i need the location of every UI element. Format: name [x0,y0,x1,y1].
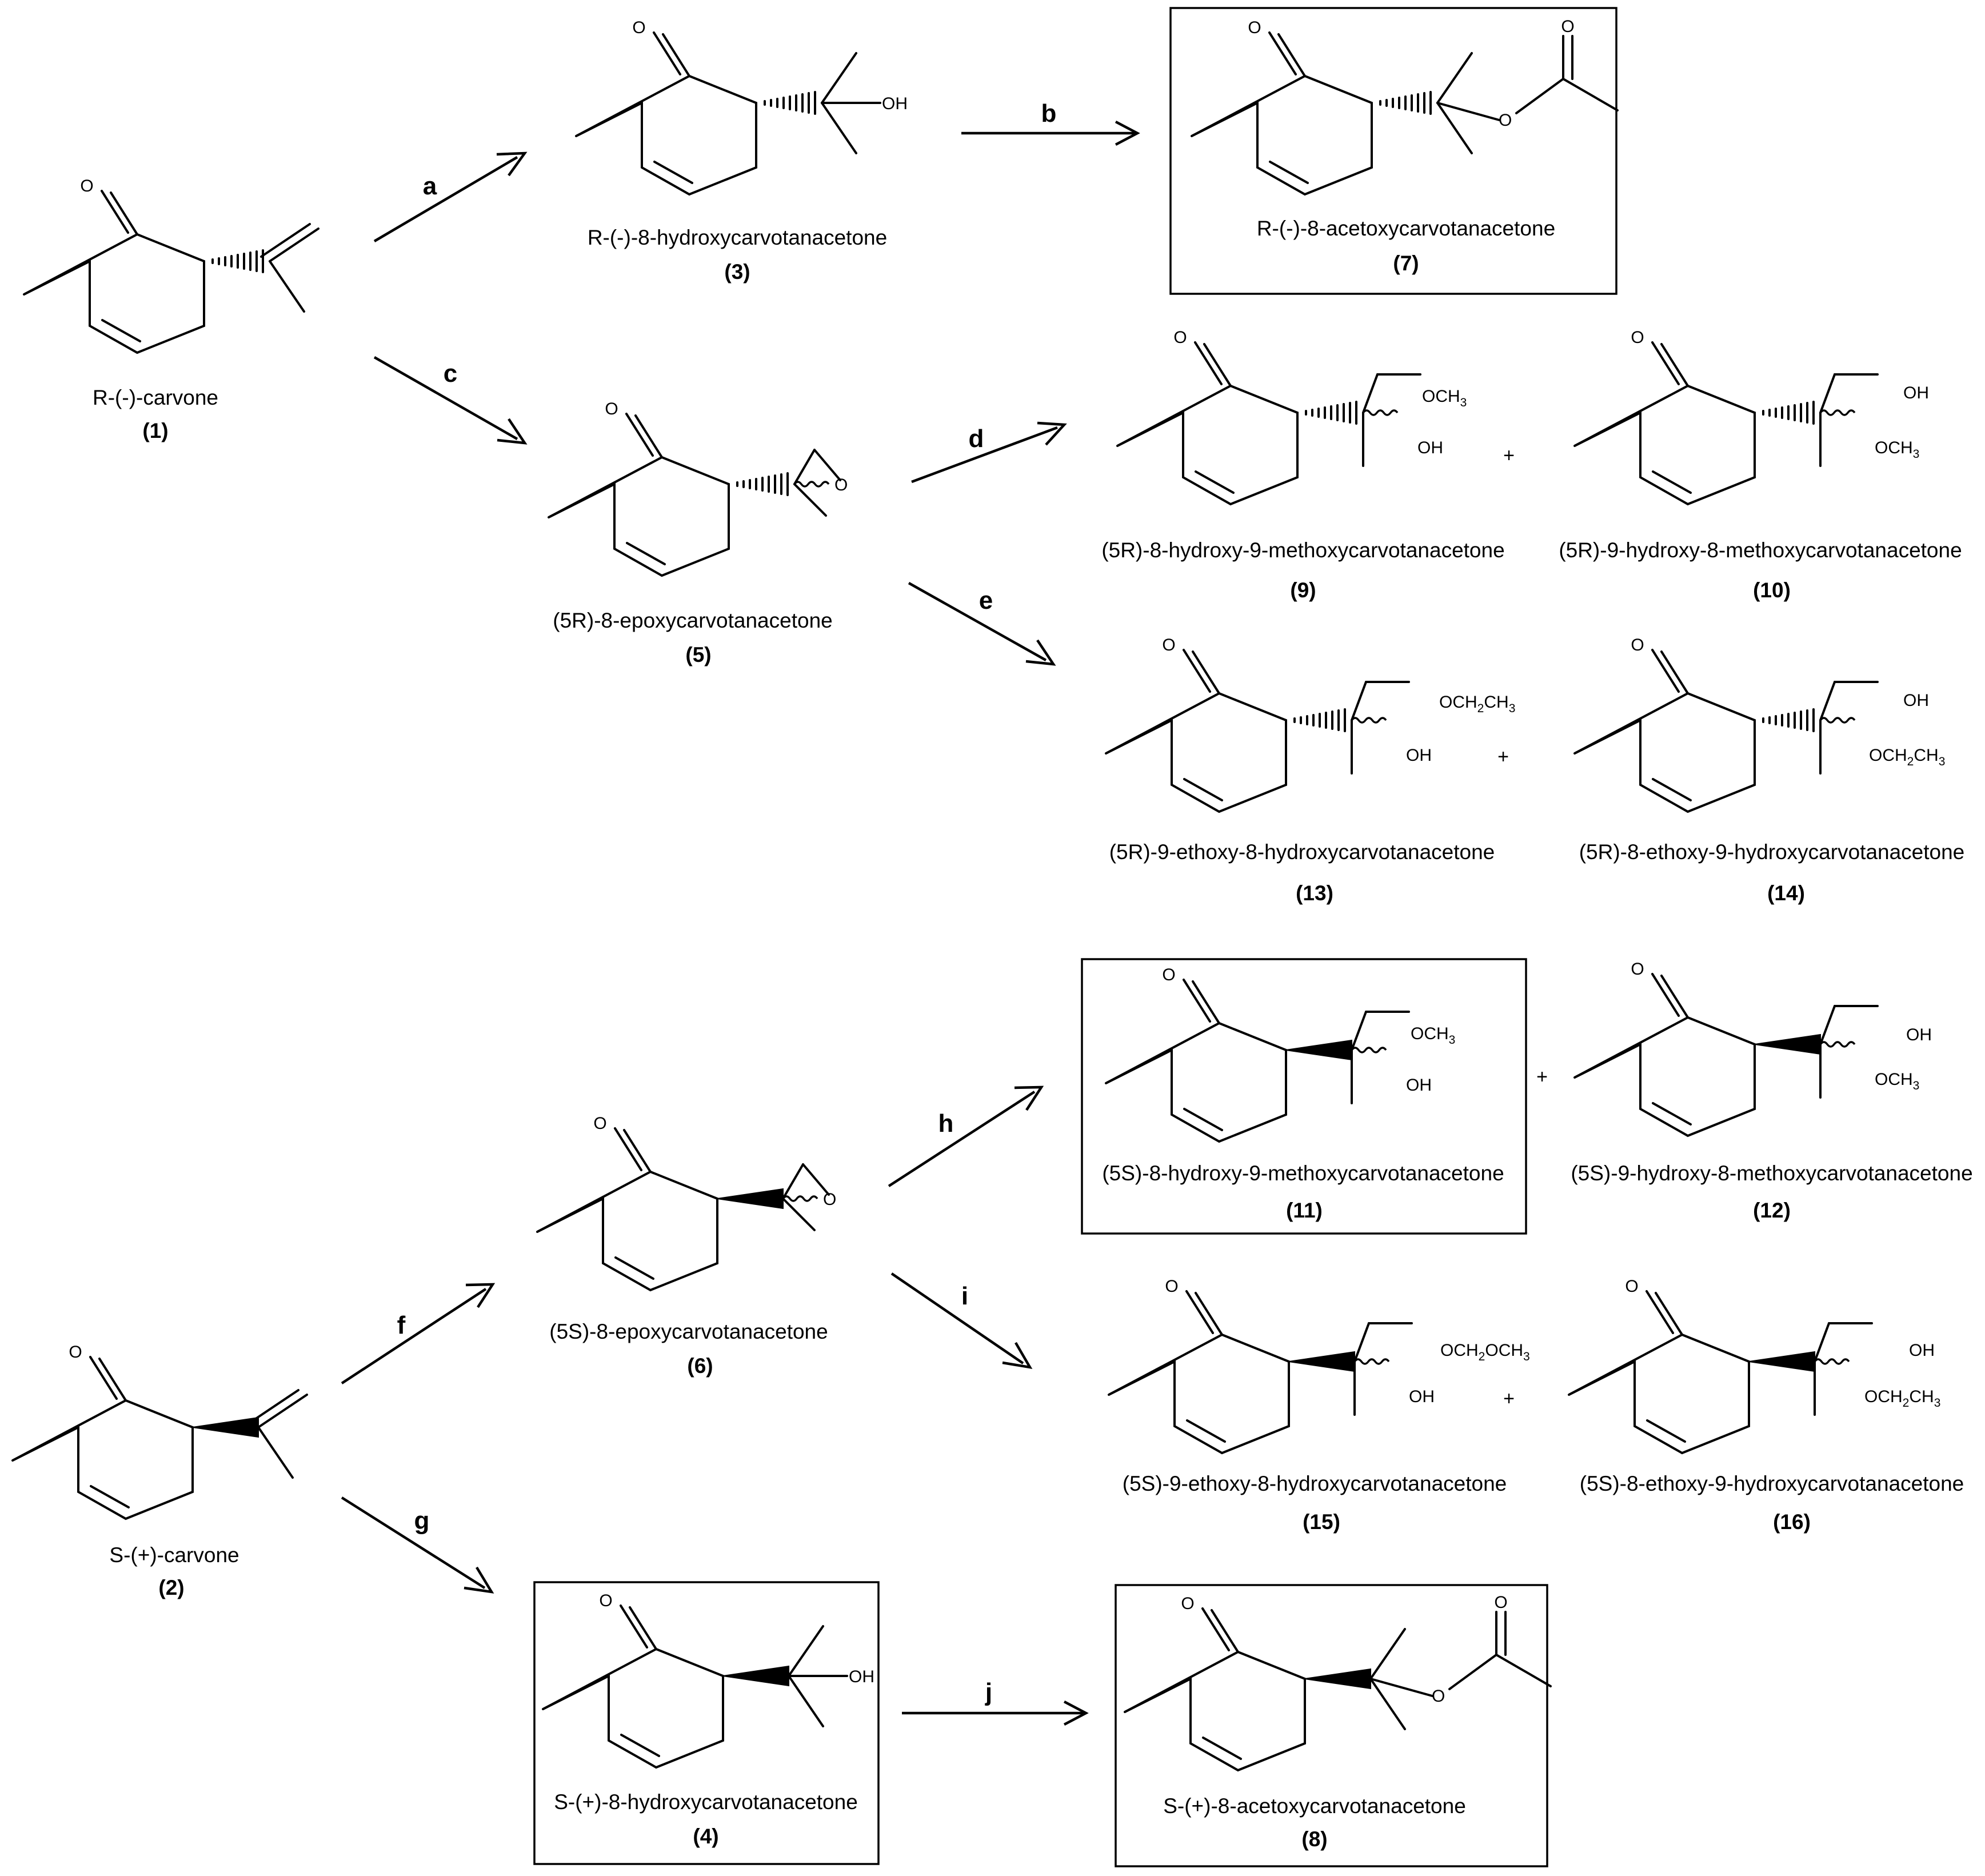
compound-4: S-(+)-8-hydroxycarvotanacetone (4) [533,1581,880,1865]
highlight-box [533,1581,880,1865]
compound-15: OCH2OCH3 OH (5S)-9-ethoxy-8-hydroxycarvo… [1108,1276,1530,1534]
compound-number: (6) [687,1354,713,1378]
compound-5: (5R)-8-epoxycarvotanacetone (5) [548,398,849,666]
compound-name: (5S)-8-epoxycarvotanacetone [549,1320,828,1343]
compound-name: (5S)-9-ethoxy-8-hydroxycarvotanacetone [1123,1472,1507,1495]
compound-name: (5S)-8-ethoxy-9-hydroxycarvotanacetone [1580,1472,1964,1495]
hydroxyl-label: OH [1903,384,1929,402]
arrow-a: a [373,151,528,242]
compound-7: R-(-)-8-acetoxycarvotanacetone (7) [1169,7,1617,295]
compound-2: S-(+)-carvone (2) [11,1342,308,1599]
compound-11: OCH3 OH (5S)-8-hydroxy-9-methoxycarvotan… [1081,958,1527,1235]
step-label: e [979,586,993,614]
step-label: c [444,360,457,388]
hydroxyl-label: OH [1409,1387,1435,1406]
arrow-d: d [911,421,1067,484]
substituent-label: OCH2CH3 [1864,1387,1940,1410]
plus-sign: + [1503,445,1515,466]
compound-number: (5) [685,643,711,666]
compound-1: R-(-)-carvone (1) [23,175,319,442]
step-label: f [397,1311,406,1339]
plus-sign: + [1497,746,1509,768]
step-label: b [1041,99,1057,127]
compound-number: (13) [1296,881,1333,905]
arrow-h: h [888,1085,1044,1187]
substituent-label: OCH2OCH3 [1440,1341,1530,1363]
compound-14: OH OCH2CH3 (5R)-8-ethoxy-9-hydroxycarvot… [1573,634,1965,905]
compound-name: (5R)-9-ethoxy-8-hydroxycarvotanacetone [1109,840,1495,864]
step-label: a [423,172,437,200]
compound-name: R-(-)-8-acetoxycarvotanacetone [1257,217,1555,240]
hydroxyl-label: OH [1906,1025,1932,1044]
substituent-label: OCH2CH3 [1869,746,1945,768]
compound-name: (5R)-8-ethoxy-9-hydroxycarvotanacetone [1579,840,1965,864]
compound-number: (14) [1767,881,1805,905]
compound-10: OH OCH3 (5R)-9-hydroxy-8-methoxycarvotan… [1559,327,1962,602]
hydroxyl-label: OH [1417,438,1443,457]
compound-8: S-(+)-8-acetoxycarvotanacetone (8) [1115,1584,1551,1867]
compound-16: OH OCH2CH3 (5S)-8-ethoxy-9-hydroxycarvot… [1568,1276,1964,1534]
arrow-b: b [961,99,1140,146]
step-label: g [414,1507,430,1535]
compound-number: (12) [1753,1199,1791,1222]
compound-9: OCH3 OH (5R)-8-hydroxy-9-methoxycarvotan… [1101,327,1505,602]
compound-number: (8) [1301,1827,1327,1851]
arrow-f: f [341,1283,496,1384]
substituent-label: OCH3 [1875,1070,1919,1092]
compound-name: S-(+)-8-hydroxycarvotanacetone [554,1790,858,1814]
compound-number: (3) [724,260,750,284]
compound-number: (15) [1303,1510,1340,1534]
compound-number: (9) [1290,578,1316,602]
compound-name: S-(+)-8-acetoxycarvotanacetone [1163,1794,1466,1818]
compound-number: (1) [142,419,168,442]
hydroxyl-label: OH [1406,746,1432,765]
substituent-label: OCH3 [1422,387,1467,409]
substituent-label: OCH3 [1875,438,1919,461]
highlight-box [1115,1584,1548,1867]
compound-name: (5S)-9-hydroxy-8-methoxycarvotanacetone [1571,1161,1972,1185]
plus-sign: + [1536,1066,1548,1088]
compound-number: (11) [1286,1199,1323,1222]
step-label: j [985,1678,992,1706]
compound-name: R-(-)-8-hydroxycarvotanacetone [588,226,887,249]
compound-name: (5R)-8-epoxycarvotanacetone [553,609,832,632]
compound-name: (5S)-8-hydroxy-9-methoxycarvotanacetone [1102,1161,1504,1185]
substituent-label: OCH3 [1411,1024,1455,1047]
compound-name: (5R)-8-hydroxy-9-methoxycarvotanacetone [1101,538,1504,562]
compound-number: (10) [1753,578,1791,602]
step-label: h [938,1109,954,1137]
arrow-e: e [908,582,1056,666]
hydroxyl-label: OH [1909,1341,1935,1360]
compound-13: OCH2CH3 OH (5R)-9-ethoxy-8-hydroxycarvot… [1105,634,1515,905]
plus-sign: + [1503,1388,1515,1410]
arrow-i: i [890,1272,1033,1370]
compound-number: (4) [693,1825,718,1848]
compound-6: (5S)-8-epoxycarvotanacetone (6) [536,1113,838,1378]
hydroxyl-label: OH [1406,1076,1432,1095]
arrow-g: g [341,1496,494,1594]
highlight-box [1169,7,1617,295]
step-label: d [969,425,984,453]
arrow-j: j [902,1678,1089,1726]
hydroxyl-label: OH [1903,691,1929,710]
arrow-c: c [373,356,528,445]
substituent-label: OCH2CH3 [1439,693,1515,715]
compound-number: (2) [158,1576,184,1599]
compound-number: (16) [1773,1510,1811,1534]
compound-name: S-(+)-carvone [109,1543,239,1567]
step-label: i [961,1282,968,1310]
compound-name: (5R)-9-hydroxy-8-methoxycarvotanacetone [1559,538,1962,562]
highlight-box [1081,958,1527,1235]
compound-number: (7) [1393,252,1419,275]
compound-name: R-(-)-carvone [93,386,218,409]
compound-3: R-(-)-8-hydroxycarvotanacetone (3) [575,17,908,284]
compound-12: OH OCH3 (5S)-9-hydroxy-8-methoxycarvotan… [1571,959,1973,1222]
